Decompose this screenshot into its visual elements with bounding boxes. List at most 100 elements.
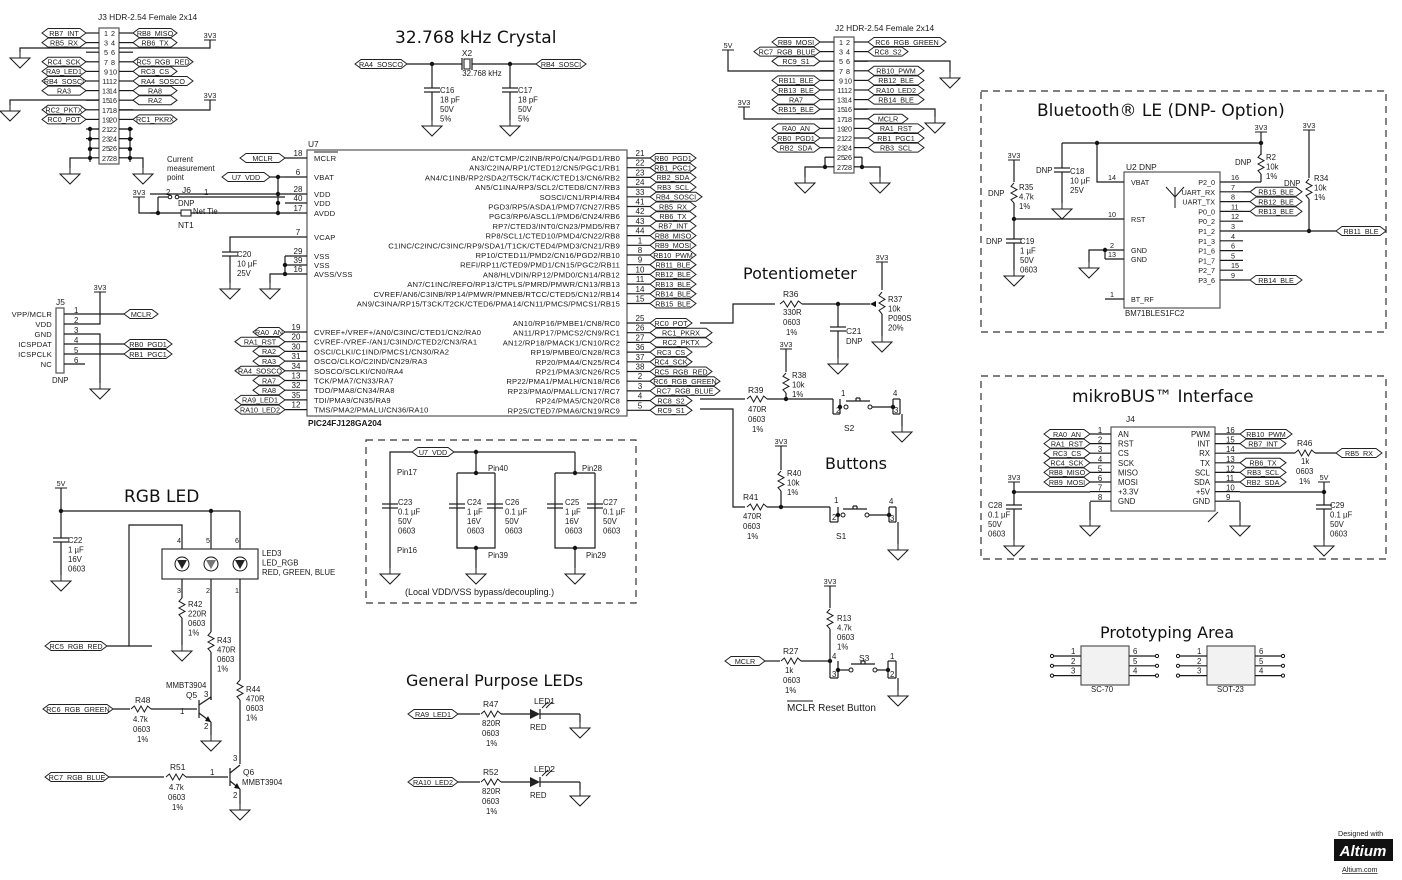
net-port-shape [252, 356, 286, 367]
proto-pad[interactable] [1154, 663, 1160, 668]
component-value: R36 [783, 289, 799, 299]
net-port: U7_VDD [221, 172, 271, 182]
net-port: RB4_SOSCI [41, 76, 87, 86]
proto-pad[interactable] [1154, 673, 1160, 678]
resistor-zigzag [480, 777, 502, 787]
header-body [833, 36, 855, 174]
pin-name: UART_RX [1182, 188, 1216, 197]
component-value: 16V [68, 555, 83, 564]
jumper-pin-icon[interactable] [167, 194, 173, 200]
component-value: C28 [988, 501, 1002, 510]
net-port-shape [649, 318, 693, 328]
net-port-shape [1335, 226, 1387, 236]
pin-name: AVSS/VSS [314, 270, 353, 279]
pin-number: 5 [104, 48, 108, 57]
led-color: RED [530, 723, 547, 732]
component-value: 220R [188, 610, 207, 619]
pin-number: 8 [638, 246, 643, 255]
net-port: RB3_SCL [649, 182, 697, 193]
proto-pad[interactable] [1049, 653, 1055, 659]
net-port: RA0_AN [1043, 429, 1091, 439]
component-value: R48 [135, 695, 151, 705]
net-port-label: RC2_PKTX [45, 106, 82, 115]
led-triangle [530, 777, 540, 787]
pin-name: RST [1118, 440, 1134, 449]
ground-triangle [826, 363, 850, 375]
component-value: 0603 [603, 527, 620, 536]
proto-pad[interactable] [1280, 673, 1286, 678]
component-value: 50V [440, 105, 455, 114]
pin-name: RX [1199, 449, 1211, 458]
resistor-icon [780, 656, 802, 666]
proto-pad[interactable] [1049, 673, 1055, 678]
pin-number: 1 [210, 768, 214, 777]
net-port-shape [649, 250, 697, 260]
component-value: R44 [246, 685, 261, 694]
pin-name: AN2/CTCMP/C2INB/RP0/CN4/PGD1/RB0 [471, 154, 620, 163]
pin-name: TDO/PMA8/CN34/RA8 [314, 386, 395, 395]
proto-pad[interactable] [1280, 663, 1286, 668]
component-value: 0603 [1330, 530, 1347, 539]
proto-pad[interactable] [1175, 673, 1181, 678]
pin-number: 1 [1197, 647, 1201, 656]
net-port: RC5_RGB_RED [649, 366, 713, 377]
pin-number: 22 [636, 159, 645, 168]
pin-number: 16 [294, 265, 303, 274]
resistor-icon [165, 772, 187, 782]
component-value: R38 [792, 371, 806, 380]
jumper-pin-icon[interactable] [174, 194, 180, 200]
net-port: RB12_BLE [1249, 196, 1303, 207]
switch-pin: 1 [890, 652, 894, 661]
proto-pad[interactable] [1175, 653, 1181, 659]
net-port-label: RC1_PKRX [136, 115, 174, 124]
net-port-shape [41, 76, 87, 86]
pin-name: P1_7 [1198, 256, 1215, 265]
net-port: RB1_PGC1 [867, 133, 925, 143]
altium-link[interactable]: Altium.com [1342, 865, 1378, 874]
pin-number: 28 [844, 163, 852, 172]
mikrobus-body [1110, 426, 1216, 512]
proto-pad[interactable] [1154, 653, 1160, 659]
wire [85, 292, 101, 325]
proto-pad[interactable] [1280, 653, 1286, 659]
pin-number: 5 [1259, 657, 1264, 666]
pin-number: 10 [636, 265, 645, 274]
net-port-label: RB15_BLE [655, 299, 691, 308]
pin-name: +3.3V [1118, 488, 1139, 497]
component-value: RED, GREEN, BLUE [262, 568, 335, 577]
pin-name: C1INC/C2INC/C3INC/RP9/SDA1/T1CK/CTED4/PM… [388, 241, 620, 250]
net-port-label: RB14_BLE [1258, 276, 1294, 285]
pin-number: 18 [844, 115, 852, 124]
net-port-label: RC0_POT [654, 319, 688, 328]
proto-pad[interactable] [1175, 663, 1181, 668]
proto-pad[interactable] [1049, 663, 1055, 668]
ground-triangle [1050, 208, 1074, 220]
led-triangle [530, 709, 540, 719]
component-value: C22 [68, 536, 82, 545]
pin-number: 2 [204, 722, 208, 731]
net-port-label: RA1_RST [244, 338, 277, 347]
resistor-tolerance: 1% [486, 739, 497, 748]
net-port: RC3_CS [1043, 448, 1091, 459]
net-port: RC0_POT [649, 318, 693, 328]
switch-contact [848, 667, 854, 673]
ground-icon [563, 568, 587, 585]
pin-name: RP24/PMA5/CN20/RC8 [536, 397, 620, 406]
component-value: C26 [505, 498, 519, 507]
component-value: 50V [398, 517, 413, 526]
net-port-label: RB4_SOSCI [44, 77, 84, 86]
junction-dot [155, 210, 161, 216]
net-port: RC0_POT [41, 114, 87, 125]
pin-name: AN9/C3INA/RP15/T3CK/T2CK/CTED6/PMA14/CN1… [357, 300, 620, 309]
ground-triangle [464, 573, 488, 585]
power-rail-label: 5V [1320, 473, 1329, 482]
component-value: 1 µF [565, 508, 581, 517]
net-port-label: RB10_PWM [653, 251, 693, 260]
net-port: RB15_BLE [649, 298, 697, 309]
section-border [980, 375, 1387, 560]
ground-triangle [1002, 545, 1026, 557]
led-ref: LED1 [534, 696, 555, 706]
net-port-label: RB13_BLE [778, 86, 814, 95]
